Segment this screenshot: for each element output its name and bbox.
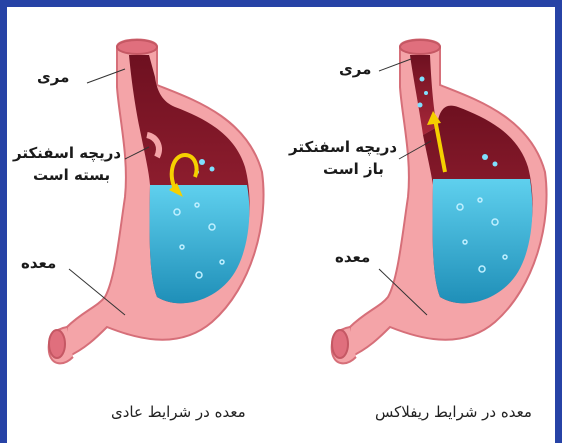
label-esophagus-left: مری	[37, 67, 69, 88]
label-sphincter-right-line1: دریچه اسفنکتر	[289, 137, 397, 158]
label-sphincter-left-line2: بسته است	[33, 165, 110, 186]
esophagus-opening	[117, 40, 157, 54]
stomach-reflux	[332, 40, 547, 364]
label-sphincter-right-line2: باز است	[323, 159, 384, 180]
duodenum-opening	[332, 330, 348, 358]
illustration	[7, 7, 555, 443]
label-sphincter-left-line1: دریچه اسفنکتر	[13, 143, 121, 164]
caption-normal: معده در شرایط عادی	[111, 403, 246, 421]
label-stomach-left: معده	[21, 253, 56, 274]
esophagus-opening	[400, 40, 440, 54]
label-esophagus-right: مری	[339, 59, 371, 80]
duodenum-opening	[49, 330, 65, 358]
caption-reflux: معده در شرایط ریفلاکس	[375, 403, 532, 421]
label-stomach-right: معده	[335, 247, 370, 268]
stomach-normal	[49, 40, 264, 364]
figure-canvas: مری دریچه اسفنکتر بسته است معده معده در …	[7, 7, 555, 443]
